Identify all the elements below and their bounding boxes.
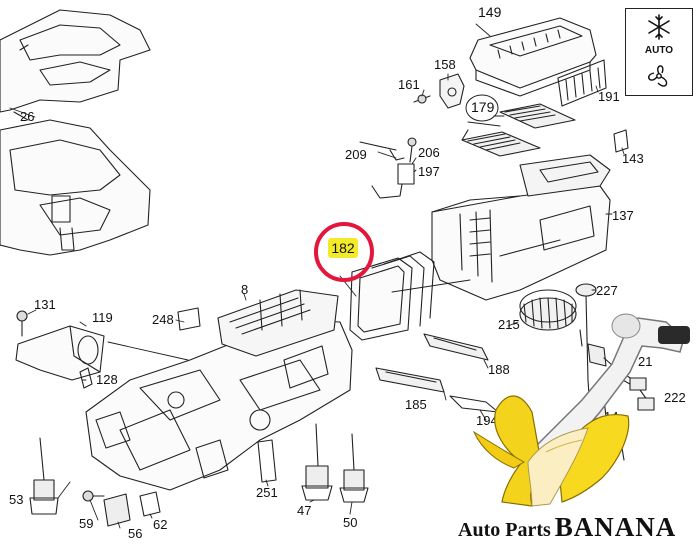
callout-62[interactable]: 62 — [153, 517, 168, 532]
bracket-248 — [177, 307, 201, 331]
callout-222[interactable]: 222 — [664, 390, 686, 405]
dashboard-frame-part — [0, 9, 151, 256]
bracket-158 — [439, 73, 465, 109]
callout-47[interactable]: 47 — [297, 503, 312, 518]
strip-251 — [257, 439, 277, 483]
blower-motor-215 — [519, 283, 597, 441]
auto-label: AUTO — [644, 45, 674, 56]
callout-251[interactable]: 251 — [256, 485, 278, 500]
callout-215[interactable]: 215 — [498, 317, 520, 332]
callout-188[interactable]: 188 — [488, 362, 510, 377]
brand-word-banana: BANANA — [554, 512, 677, 542]
callout-227[interactable]: 227 — [596, 283, 618, 298]
lever-53 — [29, 437, 59, 515]
bracket-56 — [103, 493, 131, 527]
callout-26[interactable]: 26 — [20, 109, 35, 124]
lever-47 — [301, 423, 333, 501]
clip-128 — [79, 367, 93, 389]
callout-119[interactable]: 119 — [92, 310, 113, 325]
callout-197[interactable]: 197 — [418, 164, 440, 179]
callout-179-ring — [465, 94, 499, 122]
callout-209[interactable]: 209 — [345, 147, 367, 162]
highlight-ring — [314, 222, 374, 282]
snowflake-icon — [648, 14, 670, 40]
leader-lines — [9, 23, 625, 529]
callout-179[interactable]: 179 — [471, 99, 495, 115]
callout-128[interactable]: 128 — [96, 372, 118, 387]
clip-143 — [613, 129, 629, 153]
brand-word-auto-parts: Auto Parts — [458, 519, 551, 541]
cable-harness-222 — [579, 329, 655, 411]
filter-191 — [557, 59, 607, 107]
callout-8[interactable]: 8 — [241, 282, 249, 297]
callout-50[interactable]: 50 — [343, 515, 358, 530]
evaporator-housing-top — [469, 17, 597, 97]
callout-56[interactable]: 56 — [128, 526, 143, 541]
screw-59 — [82, 490, 105, 502]
callout-248[interactable]: 248 — [152, 312, 174, 327]
screw-131 — [16, 310, 28, 337]
callout-191[interactable]: 191 — [598, 89, 620, 104]
callout-59[interactable]: 59 — [79, 516, 94, 531]
lever-50 — [339, 433, 369, 503]
callout-161[interactable]: 161 — [398, 77, 420, 92]
callout-53[interactable]: 53 — [9, 492, 24, 507]
brand-watermark: Auto Parts BANANA — [458, 512, 676, 543]
callout-206[interactable]: 206 — [418, 145, 440, 160]
panel-185 — [375, 367, 445, 393]
hvac-main-unit-8 — [85, 289, 353, 491]
callout-194[interactable]: 194 — [476, 413, 498, 428]
cabin-filters-179 — [461, 103, 576, 157]
callout-21[interactable]: 21 — [638, 354, 653, 369]
heater-housing-137 — [431, 154, 611, 301]
gasket-182 — [349, 251, 435, 341]
climate-legend-box: AUTO — [625, 8, 693, 96]
callout-137[interactable]: 137 — [612, 208, 634, 223]
callout-143[interactable]: 143 — [622, 151, 644, 166]
panel-188 — [423, 333, 489, 361]
callout-158[interactable]: 158 — [434, 57, 456, 72]
callout-185[interactable]: 185 — [405, 397, 427, 412]
callout-182-highlighted[interactable]: 182 — [328, 238, 358, 258]
duct-119 — [15, 325, 105, 381]
actuator-group-206 — [359, 137, 417, 199]
callout-131[interactable]: 131 — [34, 297, 56, 312]
banana-icon — [472, 313, 690, 507]
callout-149[interactable]: 149 — [478, 4, 502, 20]
fan-icon — [648, 65, 668, 87]
plate-62 — [139, 491, 161, 517]
